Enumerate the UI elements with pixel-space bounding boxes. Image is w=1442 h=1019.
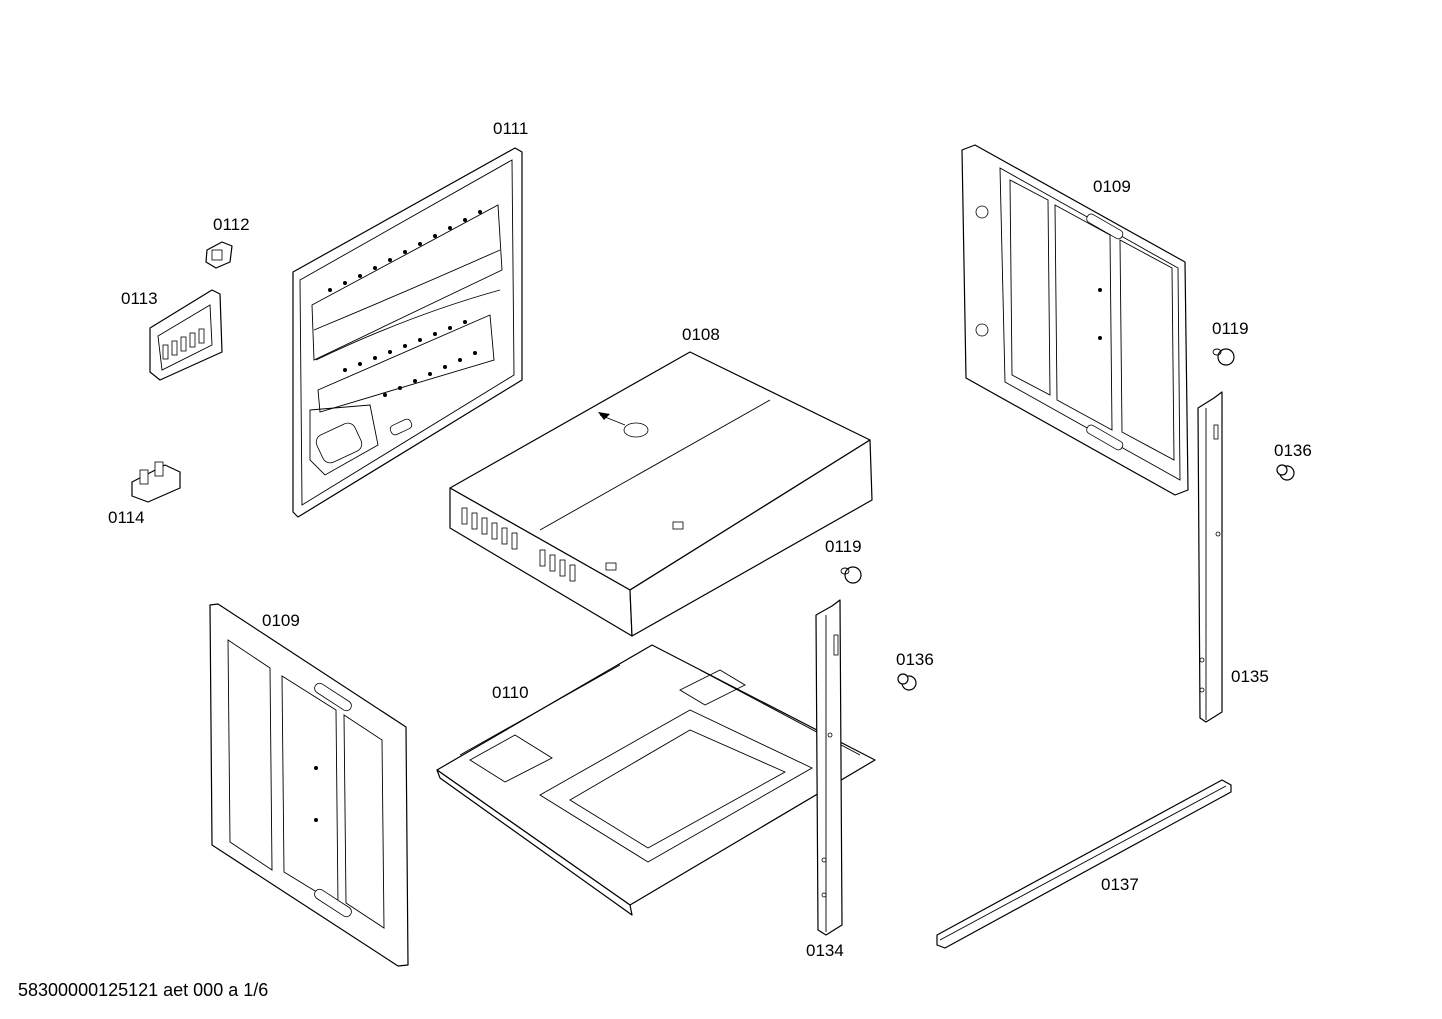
label-0137: 0137 (1101, 875, 1139, 894)
part-0134-middle-rail (815, 599, 843, 936)
part-0137-bottom-strip (936, 779, 1232, 949)
label-0112: 0112 (213, 215, 250, 234)
part-0109-right-side-panel (961, 144, 1189, 496)
part-0112-clip (205, 241, 233, 269)
part-0111-rear-panel (292, 147, 523, 518)
part-0119-right-plug (1212, 348, 1235, 366)
label-0136-right: 0136 (1274, 441, 1312, 460)
part-0119-mid-plug (840, 566, 862, 584)
part-0113-bracket (149, 289, 223, 381)
part-0109-left-side-panel (209, 603, 409, 967)
label-0110: 0110 (492, 683, 529, 702)
label-0119-mid: 0119 (825, 537, 862, 556)
label-0109-right: 0109 (1093, 177, 1131, 196)
vent-dots-0111 (328, 210, 482, 397)
label-0113: 0113 (121, 289, 158, 308)
vent-slots-0108 (461, 507, 576, 582)
document-id-footer: 58300000125121 aet 000 a 1/6 (18, 980, 269, 1000)
label-0134: 0134 (806, 941, 844, 960)
part-0135-right-rail (1197, 391, 1223, 723)
label-0109-left: 0109 (262, 611, 300, 630)
part-0110-bottom-panel (436, 644, 876, 916)
label-0119-right: 0119 (1212, 319, 1249, 338)
part-0136-mid-bushing (897, 673, 917, 691)
label-0114: 0114 (108, 508, 145, 527)
label-0108: 0108 (682, 325, 720, 344)
part-0114-holder (131, 461, 181, 503)
part-0136-right-bushing (1276, 464, 1295, 481)
label-0136-mid: 0136 (896, 650, 934, 669)
part-0108-top-cover (449, 351, 873, 637)
label-0135: 0135 (1231, 667, 1269, 686)
label-0111: 0111 (493, 119, 528, 138)
